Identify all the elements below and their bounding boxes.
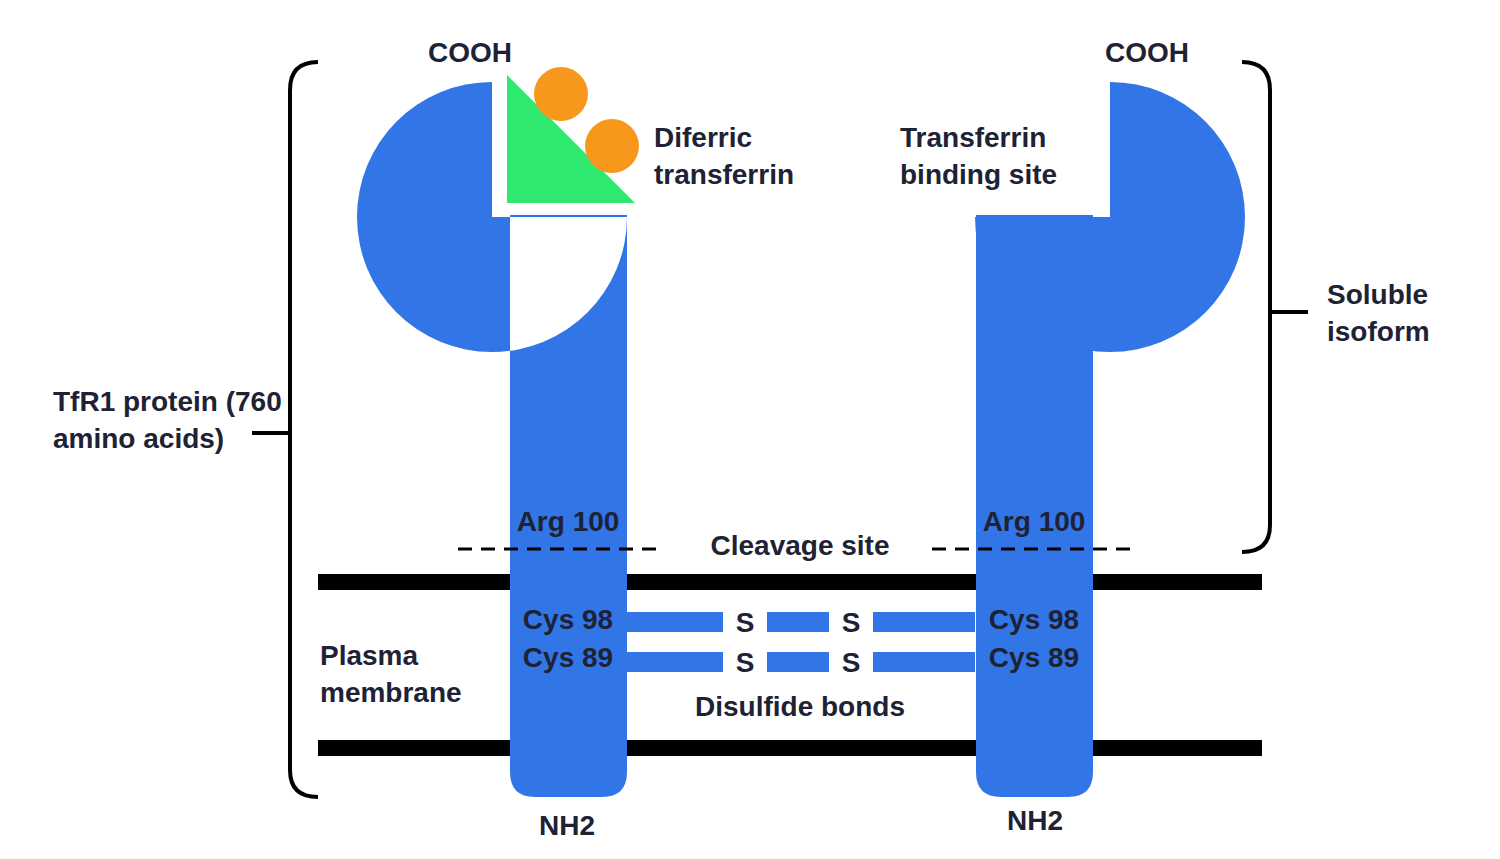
terminus-label: COOH <box>1067 34 1227 71</box>
sulfur-atom: S <box>723 604 767 641</box>
membrane-label: Plasma membrane <box>320 637 500 711</box>
residue-label: Arg 100 <box>488 503 648 540</box>
cleavage-dash-line <box>932 548 1132 551</box>
sulfur-atom: S <box>829 644 873 681</box>
sulfur-atom: S <box>723 644 767 681</box>
bracket-label: TfR1 protein (760 amino acids) <box>53 383 283 457</box>
terminus-label: NH2 <box>487 807 647 844</box>
membrane-outer-line <box>318 574 1262 590</box>
membrane-inner-line <box>318 740 1262 756</box>
bond-label: Disulfide bonds <box>650 688 950 725</box>
receptor-shape <box>357 25 627 850</box>
residue-label: Cys 98 <box>488 601 648 638</box>
iron-atom <box>534 67 588 121</box>
receptor-monomer: COOHArg 100Cys 98Cys 89NH2 <box>357 25 627 850</box>
sulfur-atom: S <box>829 604 873 641</box>
protein-bracket <box>252 62 318 797</box>
cleavage-dash-line <box>458 548 658 551</box>
ligand-label: Diferric transferrin <box>654 119 844 193</box>
residue-label: Arg 100 <box>954 503 1114 540</box>
iron-atom <box>585 119 639 173</box>
site-label: Transferrin binding site <box>900 119 1100 193</box>
residue-label: Cys 89 <box>954 639 1114 676</box>
cleavage-label: Cleavage site <box>680 527 920 564</box>
terminus-label: COOH <box>390 34 550 71</box>
bracket-label: Soluble isoform <box>1327 276 1467 350</box>
residue-label: Cys 89 <box>488 639 648 676</box>
soluble-bracket <box>1242 62 1308 552</box>
disulfide-bond <box>627 652 975 672</box>
disulfide-bond <box>627 612 975 632</box>
terminus-label: NH2 <box>955 802 1115 839</box>
residue-label: Cys 98 <box>954 601 1114 638</box>
